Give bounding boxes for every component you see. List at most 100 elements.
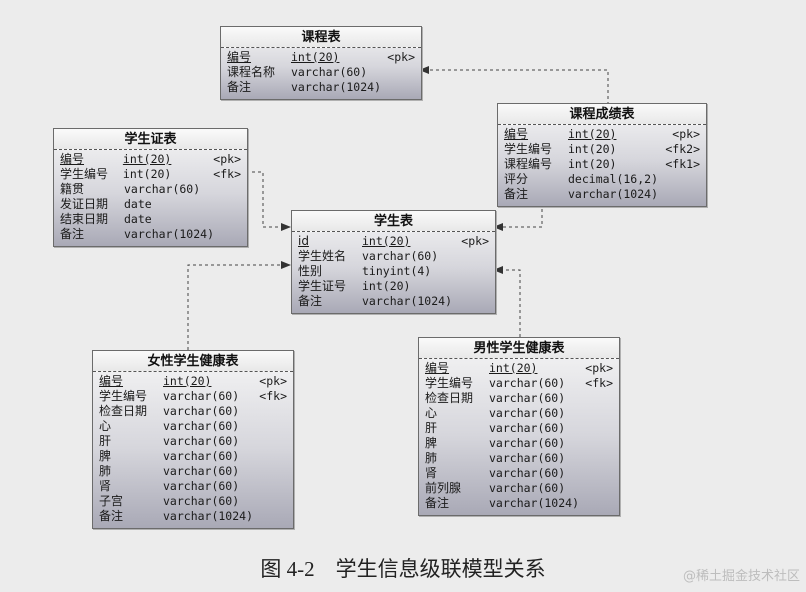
- entity-score-table[interactable]: 课程成绩表 编号 int(20) <pk> 学生编号 int(20) <fk2>…: [497, 103, 707, 207]
- field-key: [259, 464, 287, 479]
- figure-caption: 图 4-2 学生信息级联模型关系: [260, 557, 546, 581]
- field-name: 肺: [99, 464, 112, 478]
- field-row[interactable]: 评分 decimal(16,2): [504, 172, 700, 187]
- field-row[interactable]: 编号 int(20) <pk>: [60, 152, 241, 167]
- link-score-to-student: [493, 203, 543, 231]
- field-row[interactable]: 学生编号 int(20) <fk2>: [504, 142, 700, 157]
- field-row[interactable]: 籍贯 varchar(60): [60, 182, 241, 197]
- field-row[interactable]: 肾 varchar(60): [99, 479, 287, 494]
- field-row[interactable]: 编号 int(20) <pk>: [504, 127, 700, 142]
- field-name: 学生编号: [60, 167, 109, 181]
- field-list: 编号 int(20) <pk> 学生编号 varchar(60) <fk> 检查…: [419, 359, 619, 515]
- field-row[interactable]: 结束日期 date: [60, 212, 241, 227]
- field-type: varchar(60): [489, 406, 566, 420]
- field-row[interactable]: 备注 varchar(1024): [99, 509, 287, 524]
- field-row[interactable]: 脾 varchar(60): [425, 436, 613, 451]
- entity-female-health-table[interactable]: 女性学生健康表 编号 int(20) <pk> 学生编号 varchar(60)…: [92, 350, 294, 529]
- field-row[interactable]: 备注 varchar(1024): [298, 294, 489, 309]
- field-list: 编号 int(20) <pk> 学生编号 varchar(60) <fk> 检查…: [93, 372, 293, 528]
- field-row[interactable]: 学生姓名 varchar(60): [298, 249, 489, 264]
- field-row[interactable]: 心 varchar(60): [99, 419, 287, 434]
- field-row[interactable]: 脾 varchar(60): [99, 449, 287, 464]
- field-type: date: [124, 197, 152, 211]
- field-row[interactable]: 课程编号 int(20) <fk1>: [504, 157, 700, 172]
- field-type: varchar(1024): [163, 509, 254, 523]
- field-name: 学生编号: [425, 376, 474, 390]
- entity-course-table[interactable]: 课程表 编号 int(20) <pk> 课程名称 varchar(60) 备注 …: [220, 26, 422, 100]
- field-row[interactable]: 肝 varchar(60): [425, 421, 613, 436]
- field-type: int(20): [122, 167, 172, 181]
- field-name: 编号: [60, 152, 85, 166]
- field-key: [216, 227, 241, 242]
- field-key: [585, 481, 613, 496]
- field-name: 学生编号: [99, 389, 148, 403]
- field-name: 肾: [99, 479, 112, 493]
- field-type: int(20): [291, 50, 340, 64]
- field-row[interactable]: 发证日期 date: [60, 197, 241, 212]
- field-name: 备注: [425, 496, 450, 510]
- field-row[interactable]: 检查日期 varchar(60): [99, 404, 287, 419]
- field-name: 学生编号: [504, 142, 553, 156]
- field-type: int(20): [568, 142, 617, 156]
- field-type: varchar(60): [489, 466, 566, 480]
- field-key: [259, 479, 287, 494]
- entity-student-table[interactable]: 学生表 id int(20) <pk> 学生姓名 varchar(60) 性别 …: [291, 210, 496, 314]
- field-type: int(20): [122, 152, 172, 166]
- field-key: <pk>: [585, 361, 613, 375]
- field-type: varchar(1024): [291, 80, 382, 94]
- field-type: varchar(60): [124, 182, 201, 196]
- field-row[interactable]: 学生编号 int(20) <fk>: [60, 167, 241, 182]
- field-row[interactable]: 备注 varchar(1024): [60, 227, 241, 242]
- field-name: 结束日期: [60, 212, 109, 226]
- field-key: [216, 197, 241, 212]
- entity-title: 男性学生健康表: [419, 338, 619, 359]
- field-row[interactable]: 备注 varchar(1024): [227, 80, 415, 95]
- field-name: 备注: [504, 187, 529, 201]
- field-name: 备注: [227, 80, 252, 94]
- field-type: varchar(60): [163, 449, 240, 463]
- field-row[interactable]: 检查日期 varchar(60): [425, 391, 613, 406]
- field-row[interactable]: 学生编号 varchar(60) <fk>: [99, 389, 287, 404]
- field-type: varchar(60): [489, 376, 566, 390]
- field-row[interactable]: 子宫 varchar(60): [99, 494, 287, 509]
- field-type: int(20): [568, 157, 617, 171]
- entity-male-health-table[interactable]: 男性学生健康表 编号 int(20) <pk> 学生编号 varchar(60)…: [418, 337, 620, 516]
- field-row[interactable]: 编号 int(20) <pk>: [227, 50, 415, 65]
- entity-student-card-table[interactable]: 学生证表 编号 int(20) <pk> 学生编号 int(20) <fk> 籍…: [53, 128, 248, 247]
- field-key: <fk2>: [665, 142, 700, 156]
- field-key: [585, 421, 613, 436]
- field-list: 编号 int(20) <pk> 学生编号 int(20) <fk> 籍贯 var…: [54, 150, 247, 246]
- field-key: [259, 434, 287, 449]
- entity-title: 学生证表: [54, 129, 247, 150]
- field-row[interactable]: 前列腺 varchar(60): [425, 481, 613, 496]
- field-row[interactable]: 性别 tinyint(4): [298, 264, 489, 279]
- field-row[interactable]: 备注 varchar(1024): [425, 496, 613, 511]
- field-name: 编号: [504, 127, 529, 141]
- field-row[interactable]: 课程名称 varchar(60): [227, 65, 415, 80]
- field-row[interactable]: 备注 varchar(1024): [504, 187, 700, 202]
- field-name: 课程编号: [504, 157, 553, 171]
- field-name: 发证日期: [60, 197, 109, 211]
- field-type: varchar(60): [489, 421, 566, 435]
- field-row[interactable]: id int(20) <pk>: [298, 234, 489, 249]
- field-key: [259, 509, 287, 524]
- field-row[interactable]: 学生证号 int(20): [298, 279, 489, 294]
- field-row[interactable]: 肺 varchar(60): [425, 451, 613, 466]
- field-type: varchar(1024): [362, 294, 453, 308]
- field-row[interactable]: 编号 int(20) <pk>: [425, 361, 613, 376]
- field-key: [259, 404, 287, 419]
- field-list: 编号 int(20) <pk> 课程名称 varchar(60) 备注 varc…: [221, 48, 421, 99]
- field-row[interactable]: 学生编号 varchar(60) <fk>: [425, 376, 613, 391]
- field-type: varchar(60): [489, 481, 566, 495]
- field-list: id int(20) <pk> 学生姓名 varchar(60) 性别 tiny…: [292, 232, 495, 313]
- field-row[interactable]: 肝 varchar(60): [99, 434, 287, 449]
- field-type: decimal(16,2): [568, 172, 659, 186]
- field-row[interactable]: 心 varchar(60): [425, 406, 613, 421]
- field-row[interactable]: 肺 varchar(60): [99, 464, 287, 479]
- link-score-to-course: [419, 66, 609, 105]
- field-type: tinyint(4): [362, 264, 432, 278]
- field-row[interactable]: 肾 varchar(60): [425, 466, 613, 481]
- field-name: 性别: [298, 264, 323, 278]
- field-row[interactable]: 编号 int(20) <pk>: [99, 374, 287, 389]
